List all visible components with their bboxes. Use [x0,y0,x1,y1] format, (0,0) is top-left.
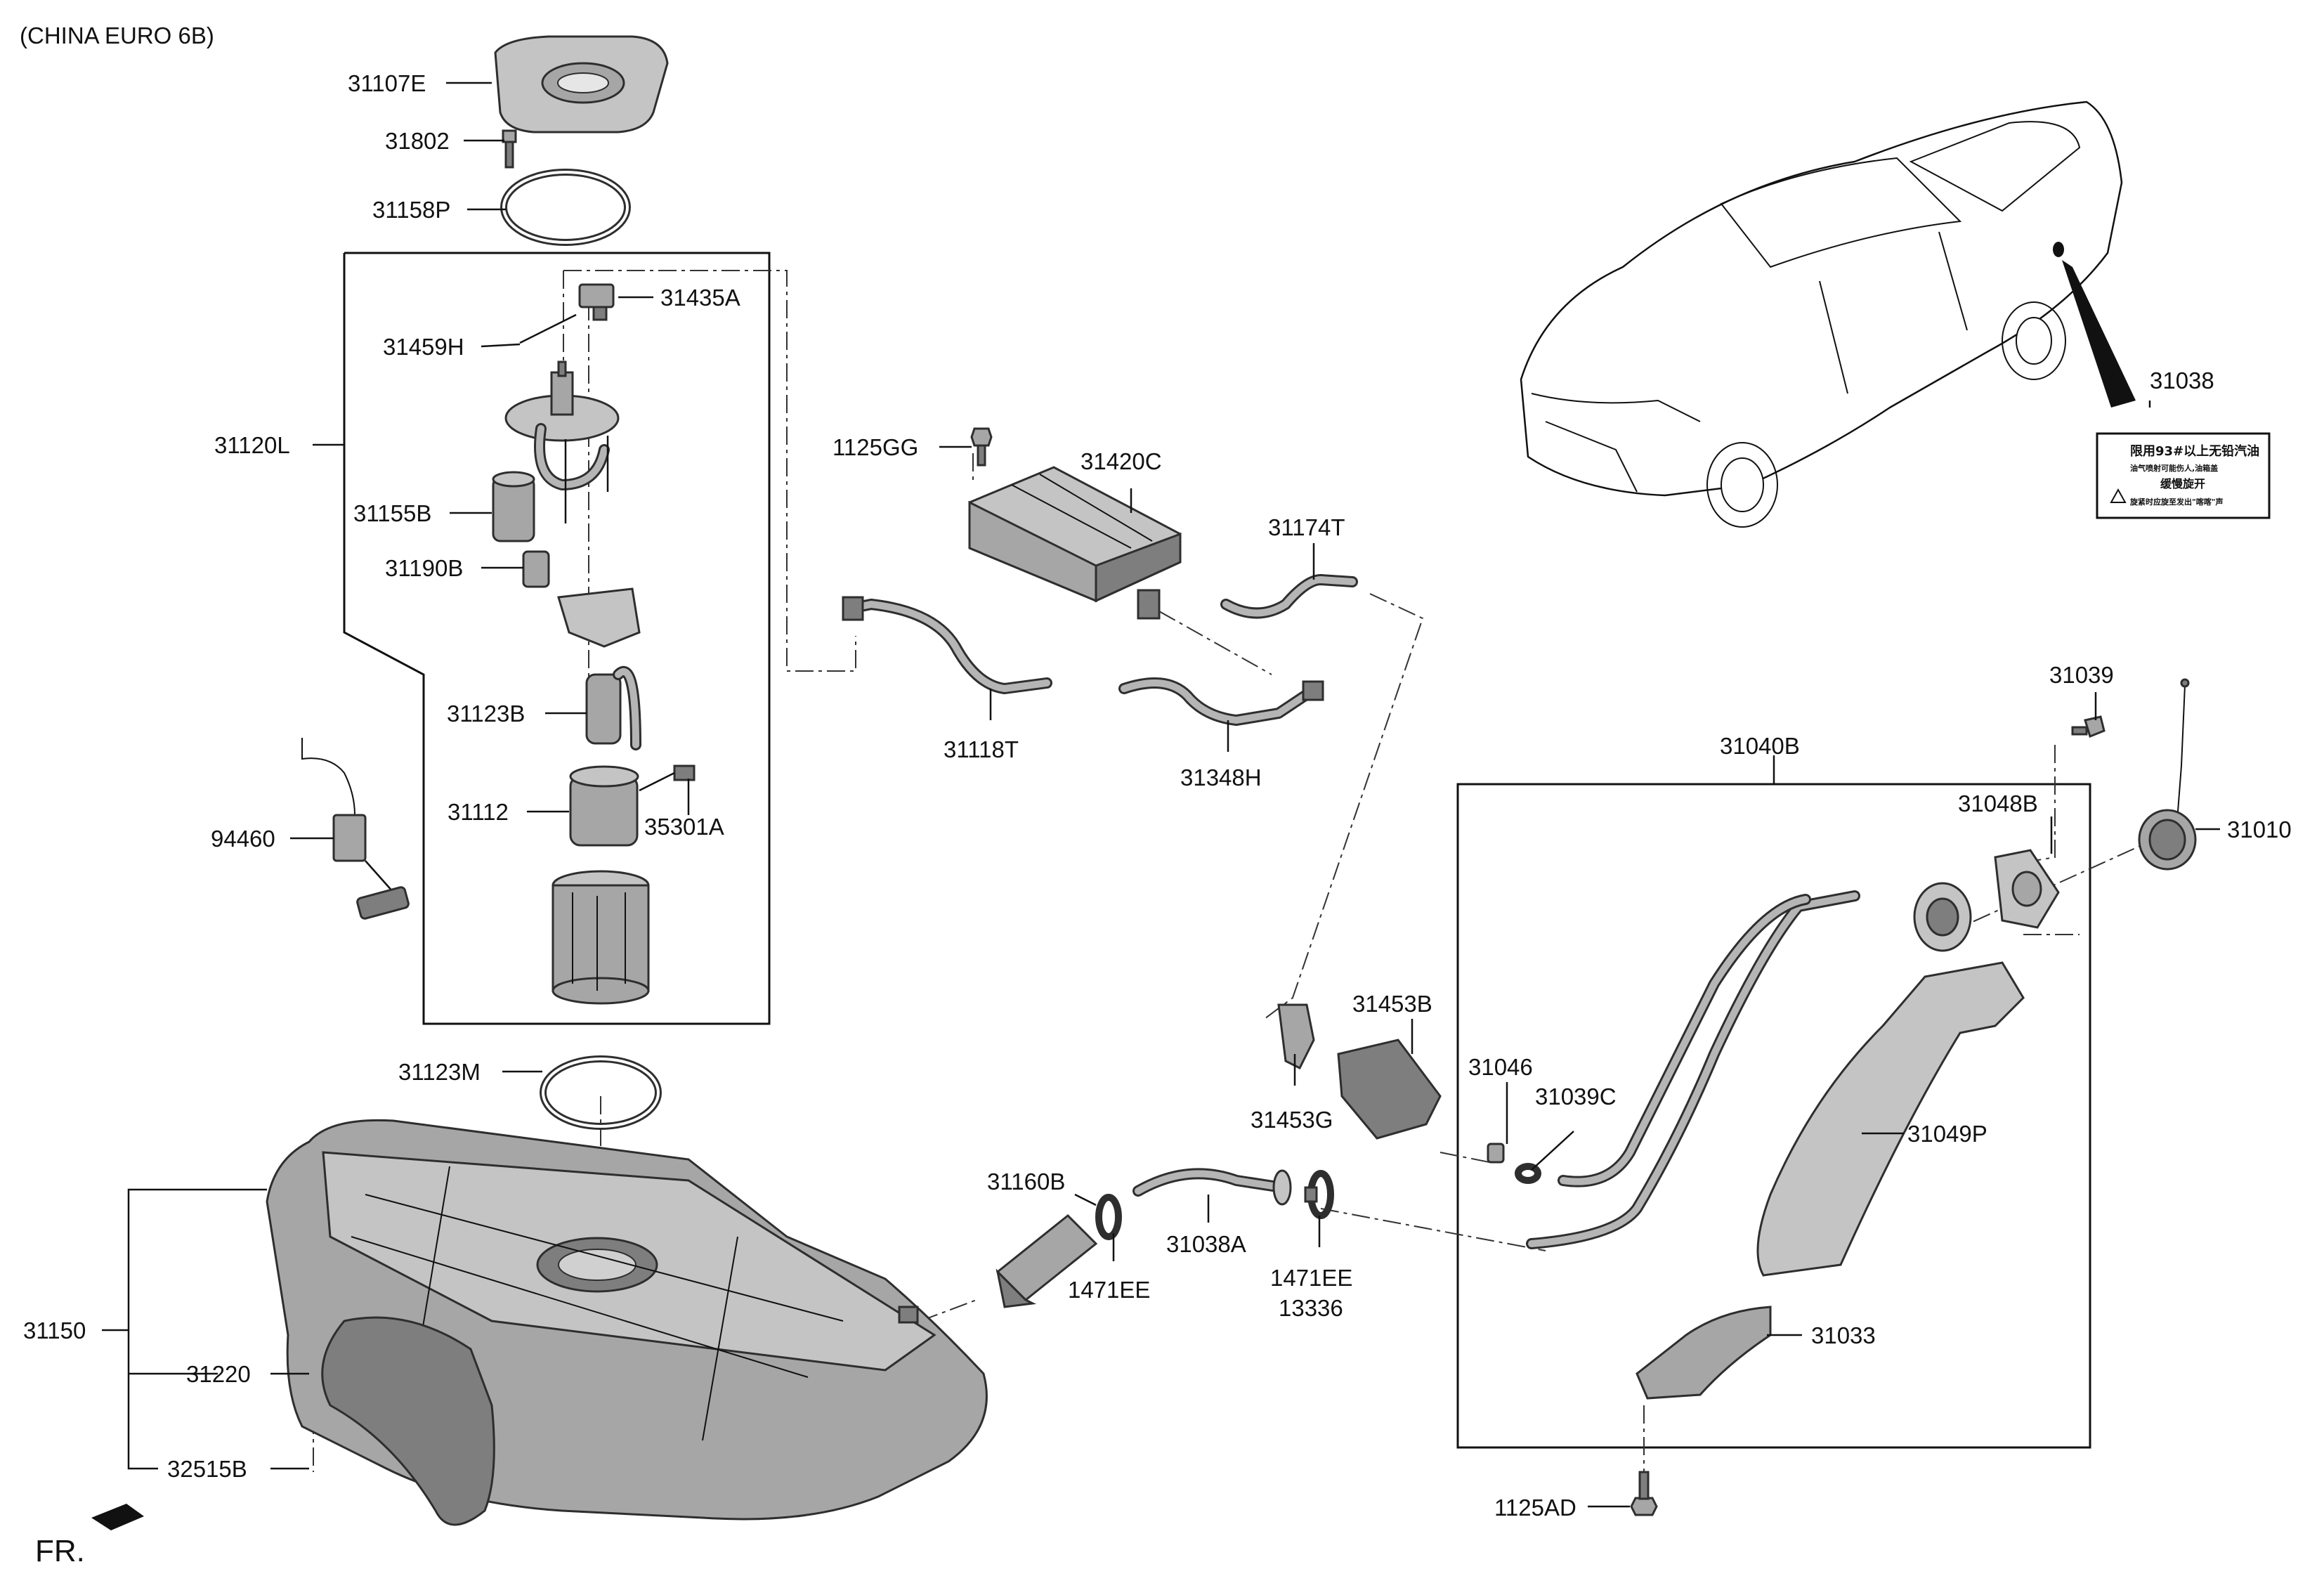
filler-protector-31033 [1636,1306,1772,1400]
part-label: 31033 [1811,1322,1876,1348]
sensor-wire [519,313,577,344]
part-label: 1471EE [1068,1277,1150,1303]
fuel-pump-assembly-frame [343,252,771,1025]
part-label: 94460 [211,826,275,852]
part-label: 31155B [353,500,431,526]
pump-flange [504,360,620,523]
part-label: 31107E [348,70,426,96]
part-label: 31123M [398,1059,481,1085]
part-label: 31174T [1268,514,1345,540]
part-label: 31010 [2227,816,2292,842]
valve-31453B [1337,1039,1442,1140]
filler-protector-31049P [1756,961,2025,1277]
part-label: 13336 [1279,1295,1343,1321]
part-label: 31459H [383,334,464,360]
diagram-header: (CHINA EURO 6B) [20,22,214,48]
part-label: 31120L [214,432,290,458]
cap-31046 [1487,1143,1505,1164]
fuel-warning-label: 限用93#以上无铅汽油 油气喷射可能伤人,油箱盖 缓慢旋开 旋紧时应旋至发出"喀… [2096,432,2271,519]
valve-bracket-31453G [1277,1003,1315,1070]
warning-triangle-icon [2110,488,2127,503]
clip-31039C [1515,1163,1541,1184]
regulator-31190B [522,550,550,588]
lock-ring-gasket [500,169,631,246]
front-marker-label: FR. [35,1534,85,1568]
leader-lines [102,82,2220,1508]
part-label: 32515B [167,1456,247,1482]
part-label: 31048B [1958,790,2038,816]
gasket-31048B [1994,849,2060,929]
front-arrow-icon [91,1504,144,1530]
bolt-31039 [2071,715,2106,738]
filler-hose-31038A [1132,1168,1292,1206]
tank-seal-ring-31123M [540,1055,662,1130]
warning-label-line2: 油气喷射可能伤人,油箱盖 [2130,463,2218,473]
part-label: 31802 [385,128,450,154]
clamp-1471EE-left [1095,1194,1122,1240]
assembly-line [1264,593,1424,1020]
pump-housing [551,870,650,1005]
fuel-filter-31155B [492,471,535,542]
part-label: 31039 [2049,662,2114,688]
part-label: 31049P [1907,1121,1987,1147]
part-label: 31046 [1468,1054,1533,1080]
bolt-31802 [502,129,517,169]
pump-cover-plate [494,35,669,134]
bolt-1125GG [970,427,993,467]
part-label: 31160B [987,1169,1065,1195]
label-pointer [2062,260,2136,408]
clamp-1471EE-right [1304,1170,1334,1219]
part-label: 31453G [1251,1107,1333,1133]
heat-protector-31220 [321,1316,495,1526]
assembly-line [920,1299,977,1322]
warning-label-line1: 限用93#以上无铅汽油 [2130,443,2259,459]
warning-label-line3: 缓慢旋开 [2160,477,2205,490]
assembly-line [1320,1208,1546,1251]
part-label: 31220 [186,1361,251,1387]
fuel-level-sender-94460 [301,738,410,920]
filler-neck-pipe [1526,882,1972,1249]
canister-31420C [968,466,1182,620]
assembly-line [1158,611,1272,675]
part-label: 31039C [1535,1083,1617,1109]
part-label: 35301A [644,814,724,840]
front-direction-marker: FR. [35,1504,144,1568]
part-label: 1125AD [1494,1495,1576,1521]
purge-hose-31348H [1118,677,1324,726]
part-label: 31453B [1352,991,1432,1017]
part-label: 31040B [1720,733,1800,759]
assembly-line [563,270,856,672]
filler-pipe-31160B [995,1213,1098,1308]
part-label: 31435A [660,285,740,311]
fuel-pump-31123B [585,666,641,750]
part-label: 31150 [23,1317,86,1343]
part-label: 31190B [385,555,463,581]
fuel-cap-31010 [2138,678,2197,871]
vent-hose-31174T [1220,574,1358,619]
part-label: 31118T [944,736,1019,762]
pump-reservoir-31112 [569,765,639,847]
vapor-hose-31118T [842,596,1052,694]
part-label: 31112 [448,799,509,825]
part-label: 31348H [1180,764,1262,790]
bolt-1125AD [1630,1471,1658,1516]
sender-plug-35301A [639,764,696,792]
filler-neck-assembly-frame [1456,783,2091,1449]
warning-label-line4: 旋紧时应旋至发出"喀喀"声 [2129,497,2223,507]
part-label: 31158P [372,197,450,223]
car-illustration [1520,100,2136,528]
pump-bracket [557,587,641,648]
part-label: 1471EE [1270,1265,1352,1291]
part-labels: 31107E 31802 31158P 31435A 31459H 31120L… [23,70,2292,1521]
part-label: 31038A [1166,1231,1246,1257]
part-label: 31123B [447,701,525,727]
part-label: 1125GG [833,434,918,460]
part-label: 31038 [2150,367,2214,393]
connector-31435A [578,283,615,321]
assembly-line [1440,1152,1494,1164]
part-label: 31420C [1081,448,1162,474]
